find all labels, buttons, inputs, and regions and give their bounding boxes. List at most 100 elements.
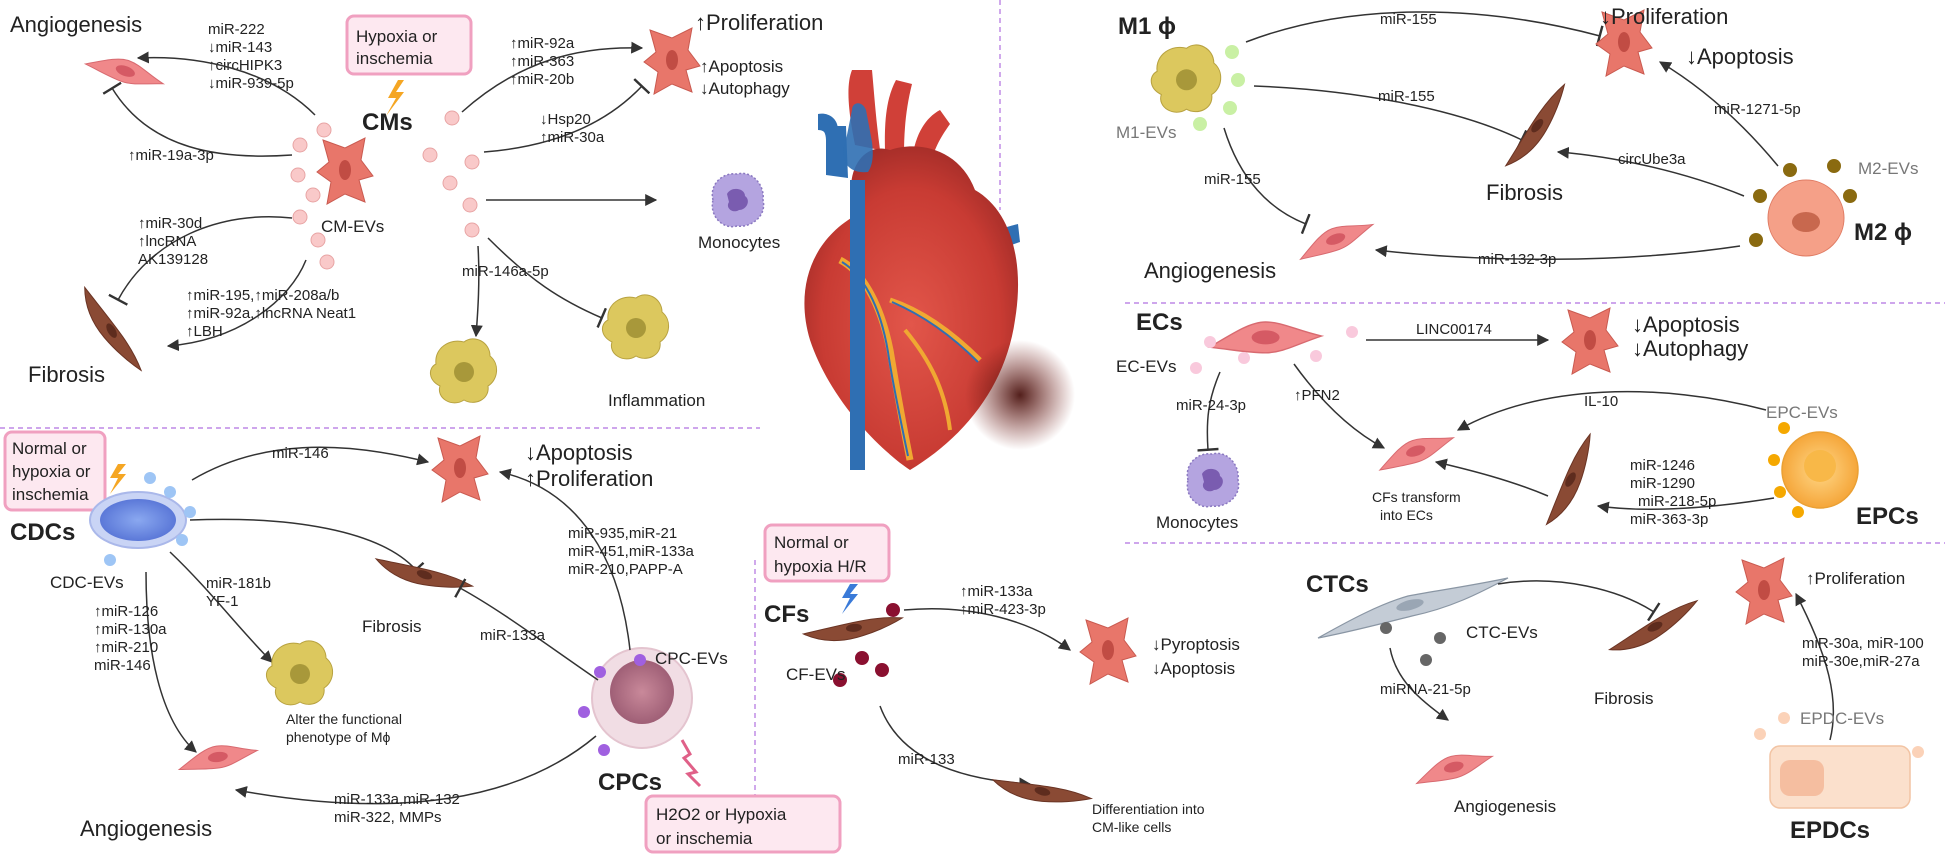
- inhibit-ec-monocytes: [1197, 371, 1221, 452]
- ec-outcome-0: ↓Apoptosis: [1632, 312, 1740, 337]
- cardiomyocyte-target-cell: [643, 27, 701, 95]
- ec-mir-24: miR-24-3p: [1176, 397, 1246, 414]
- arrow-epdc-to-cm: [1795, 592, 1835, 741]
- cf-mir-diff: miR-133: [898, 751, 955, 768]
- m2-title: M2 ϕ: [1854, 219, 1912, 246]
- macro-mir-132: miR-132-3p: [1478, 251, 1556, 268]
- ctc-ev-vesicles: [1380, 622, 1446, 666]
- ec-fibroblast-cell: [1521, 433, 1615, 526]
- arrow-cm-to-fibrosis: [166, 259, 307, 352]
- ec-title: ECs: [1136, 309, 1183, 336]
- cpc-mir-angio-0: miR-133a,miR-132: [334, 791, 460, 808]
- epcs-title: EPCs: [1856, 503, 1919, 530]
- cdc-mir-angio-0: ↑miR-126: [94, 603, 158, 620]
- cdc-fibrosis-label: Fibrosis: [362, 617, 422, 636]
- lightning-icon: [680, 739, 702, 788]
- epc-ev-label: EPC-EVs: [1766, 403, 1838, 422]
- ec-outcome-1: ↓Autophagy: [1632, 336, 1748, 361]
- m2-cell-nucleus: [1792, 212, 1820, 232]
- cm-mir-angio-0: miR-222: [208, 21, 265, 38]
- cm-mir-fib1-2: AK139128: [138, 251, 208, 268]
- macro-mir-155a: miR-155: [1380, 11, 1437, 28]
- ec-mir-epc-0: miR-1246: [1630, 457, 1695, 474]
- cdc-fibroblast-cell: [375, 523, 474, 622]
- cm-mir-prolif-0: ↑miR-92a: [510, 35, 575, 52]
- cf-trigger-line2: hypoxia H/R: [774, 557, 867, 576]
- m2-ev-label: M2-EVs: [1858, 159, 1918, 178]
- cdc-mir-mphi-0: miR-181b: [206, 575, 271, 592]
- cpc-ev-label: CPC-EVs: [655, 649, 728, 668]
- cm-fibrosis-label: Fibrosis: [28, 362, 105, 387]
- ctc-ev-label: CTC-EVs: [1466, 623, 1538, 642]
- macrophage-cell: [429, 338, 498, 404]
- ec-monocyte-cell: [1186, 452, 1240, 508]
- arrow-cm-to-angiogenesis: [136, 51, 316, 116]
- ctc-mir-epdc-0: miR-30a, miR-100: [1802, 635, 1924, 652]
- cdc-trigger-box: [3, 430, 107, 512]
- m2-ev-vesicles: [1749, 159, 1857, 247]
- macro-circ: circUbe3a: [1618, 151, 1686, 168]
- cdc-target-cardiomyocyte: [431, 435, 489, 503]
- arrow-fibroblast-to-cf: [1434, 458, 1549, 497]
- cpc-mir-fib: miR-133a: [480, 627, 546, 644]
- cm-trigger-line2: inschemia: [356, 49, 433, 68]
- macro-fibroblast-cell: [1493, 83, 1578, 167]
- cm-inflammation-label: Inflammation: [608, 391, 705, 410]
- cf-outcome-1: ↓Apoptosis: [1152, 659, 1235, 678]
- m1-ev-vesicles: [1193, 45, 1245, 131]
- cm-mir-fib1-1: ↑lncRNA: [138, 233, 196, 250]
- m1-macrophage-cell: [1150, 44, 1222, 113]
- inhibit-cdc-fibrosis: [189, 518, 425, 578]
- cm-mir-angio-1: ↓miR-143: [208, 39, 272, 56]
- ctc-endothelial-cell: [1411, 746, 1496, 788]
- ec-monocytes-label: Monocytes: [1156, 513, 1238, 532]
- ctc-angiogenesis-label: Angiogenesis: [1454, 797, 1556, 816]
- arrow-cpc-to-cm: [498, 468, 631, 651]
- ctc-fibrosis-label: Fibrosis: [1594, 689, 1654, 708]
- ec-ev-label: EC-EVs: [1116, 357, 1176, 376]
- epc-ev-vesicles: [1768, 422, 1804, 518]
- cdc-mir-angio-1: ↑miR-130a: [94, 621, 167, 638]
- cdc-trigger-line3: inschemia: [12, 485, 89, 504]
- cdc-cell-nucleus: [100, 499, 176, 541]
- cm-ev-vesicles: [290, 110, 480, 270]
- arrow-epc-to-fibroblast: [1596, 497, 1775, 514]
- cpc-mir-angio-1: miR-322, MMPs: [334, 809, 442, 826]
- arrow-ec-to-cf: [1293, 363, 1386, 449]
- cf-ev-label: CF-EVs: [786, 665, 846, 684]
- fibroblast-cell: [71, 286, 155, 371]
- cardiomyocyte-cell: [316, 137, 374, 205]
- macro-mir-155c: miR-155: [1204, 171, 1261, 188]
- cdc-trigger-line1: Normal or: [12, 439, 87, 458]
- cf-mir-top-0: ↑miR-133a: [960, 583, 1033, 600]
- cpc-trigger-line1: H2O2 or Hypoxia: [656, 805, 787, 824]
- cm-mir-fib1-0: ↑miR-30d: [138, 215, 202, 232]
- cf-diff-text-1: CM-like cells: [1092, 819, 1171, 835]
- ec-cf-transform-cell: [1373, 427, 1458, 475]
- inhibit-ctc-fibrosis: [1497, 580, 1661, 622]
- cdc-mir-146: miR-146: [272, 445, 329, 462]
- macrophage-cell-inflam: [601, 294, 670, 360]
- cm-trigger-line1: Hypoxia or: [356, 27, 438, 46]
- arrow-m2-to-angiogenesis: [1374, 245, 1741, 260]
- cdc-title: CDCs: [10, 519, 75, 546]
- ec-mir-epc-2: miR-218-5p: [1638, 493, 1716, 510]
- cf-ev-vesicles: [833, 603, 900, 687]
- macro-apoptosis-label: ↓Apoptosis: [1686, 44, 1794, 69]
- cdc-mir-angio-2: ↑miR-210: [94, 639, 158, 656]
- lightning-icon: [842, 584, 858, 614]
- cm-mir-angio-3: ↓miR-939-5p: [208, 75, 294, 92]
- m1-title: M1 ϕ: [1118, 13, 1176, 40]
- arrow-cm-to-macrophage: [470, 245, 483, 338]
- cf-trigger-box: [763, 523, 891, 583]
- arrow-m2-to-cm: [1658, 61, 1779, 167]
- inhibit-cm-fibrosis-1: [108, 216, 293, 306]
- cdc-angiogenesis-label: Angiogenesis: [80, 816, 212, 841]
- cm-mir-fib2-2: ↑LBH: [186, 323, 223, 340]
- cf-diff-text-0: Differentiation into: [1092, 801, 1205, 817]
- epdc-ev-label: EPDC-EVs: [1800, 709, 1884, 728]
- ctc-mir-epdc-1: miR-30e,miR-27a: [1802, 653, 1920, 670]
- epdc-cell-nucleus: [1780, 760, 1824, 796]
- cm-mir-fib2-0: ↑miR-195,↑miR-208a/b: [186, 287, 339, 304]
